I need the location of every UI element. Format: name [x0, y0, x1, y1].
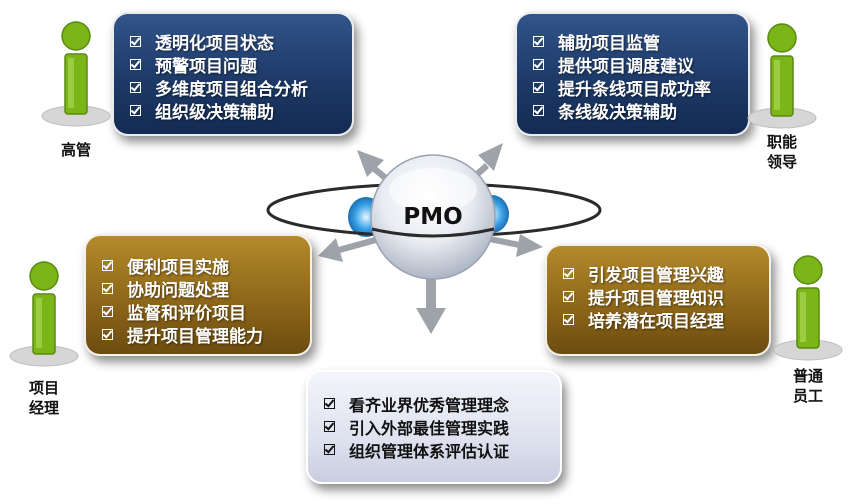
checkbox-icon	[102, 329, 113, 340]
list-item: 引入外部最佳管理实践	[324, 415, 560, 438]
checkbox-icon	[533, 105, 544, 116]
project-manager-role-label: 项目 经理	[28, 379, 59, 417]
executives-box: 透明化项目状态 预警项目问题 多维度项目组合分析 组织级决策辅助	[112, 12, 354, 136]
checkbox-icon	[130, 82, 141, 93]
checkbox-icon	[533, 36, 544, 47]
list-item: 提升条线项目成功率	[533, 76, 748, 100]
list-item: 提升项目管理知识	[563, 285, 769, 309]
checkbox-icon	[533, 59, 544, 70]
checkbox-icon	[324, 398, 335, 409]
organization-box: 看齐业界优秀管理理念 引入外部最佳管理实践 组织管理体系评估认证	[306, 370, 562, 484]
list-item: 条线级决策辅助	[533, 99, 748, 123]
list-item: 多维度项目组合分析	[130, 76, 352, 100]
functional-leaders-box: 辅助项目监管 提供项目调度建议 提升条线项目成功率 条线级决策辅助	[515, 12, 750, 136]
checkbox-icon	[130, 105, 141, 116]
checkbox-icon	[563, 291, 574, 302]
list-item: 提供项目调度建议	[533, 53, 748, 77]
checkbox-icon	[102, 306, 113, 317]
employee-person-icon	[773, 255, 843, 361]
checkbox-icon	[533, 82, 544, 93]
checkbox-icon	[563, 268, 574, 279]
project-manager-person-icon	[9, 261, 79, 367]
functional-leader-role-label: 职能 领导	[766, 133, 797, 171]
list-item: 看齐业界优秀管理理念	[324, 392, 560, 415]
list-item: 辅助项目监管	[533, 30, 748, 54]
list-item: 便利项目实施	[102, 254, 310, 278]
checkbox-icon	[102, 260, 113, 271]
list-item: 引发项目管理兴趣	[563, 262, 769, 286]
pmo-label: PMO	[403, 204, 463, 230]
checkbox-icon	[324, 421, 335, 432]
list-item: 组织级决策辅助	[130, 99, 352, 123]
executive-role-label: 高管	[60, 141, 91, 159]
project-managers-box: 便利项目实施 协助问题处理 监督和评价项目 提升项目管理能力	[84, 234, 312, 356]
list-item: 预警项目问题	[130, 53, 352, 77]
list-item: 透明化项目状态	[130, 30, 352, 54]
checkbox-icon	[324, 444, 335, 455]
list-item: 组织管理体系评估认证	[324, 438, 560, 461]
list-item: 监督和评价项目	[102, 300, 310, 324]
checkbox-icon	[130, 59, 141, 70]
list-item: 提升项目管理能力	[102, 323, 310, 347]
executive-person-icon	[41, 21, 111, 127]
list-item: 培养潜在项目经理	[563, 308, 769, 332]
checkbox-icon	[130, 36, 141, 47]
list-item: 协助问题处理	[102, 277, 310, 301]
checkbox-icon	[102, 283, 113, 294]
employee-role-label: 普通 员工	[792, 367, 823, 405]
functional-leader-person-icon	[747, 23, 817, 129]
arrow-to-organization	[416, 270, 446, 334]
checkbox-icon	[563, 314, 574, 325]
employees-box: 引发项目管理兴趣 提升项目管理知识 培养潜在项目经理	[545, 244, 771, 356]
